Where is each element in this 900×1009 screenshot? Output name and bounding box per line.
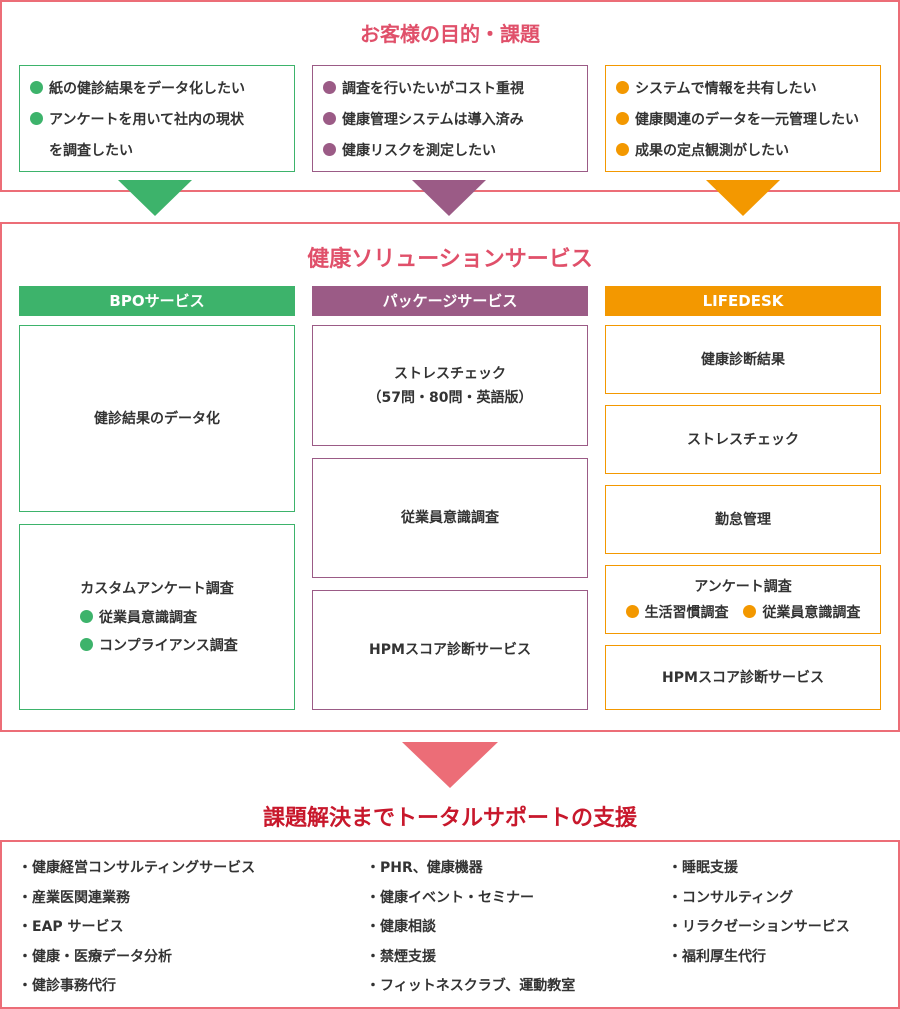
green-bullet-icon: [80, 610, 93, 623]
goal-item: アンケートを用いて社内の現状: [30, 105, 294, 136]
goal-item: 健康関連のデータを一元管理したい: [616, 105, 880, 136]
support-item: ・EAP サービス: [18, 919, 124, 936]
goal-item: 健康リスクを測定したい: [323, 136, 587, 167]
lifedesk-hpm-box: HPMスコア診断サービス: [605, 645, 881, 710]
goal-box-green: 紙の健診結果をデータ化したい アンケートを用いて社内の現状 を調査したい: [19, 65, 295, 172]
lifedesk-survey-box: アンケート調査 生活習慣調査 従業員意識調査: [605, 565, 881, 634]
purple-bullet-icon: [323, 81, 336, 94]
support-item: ・健康相談: [366, 919, 436, 936]
orange-bullet-icon: [616, 112, 629, 125]
support-title: 課題解決までトータルサポートの支援: [262, 806, 637, 831]
goal-item: 成果の定点観測がしたい: [616, 136, 880, 167]
support-item: ・健康イベント・セミナー: [366, 889, 534, 906]
orange-bullet-icon: [743, 604, 757, 618]
orange-bullet-icon: [616, 81, 629, 94]
support-item: ・健診事務代行: [18, 978, 116, 995]
goals-frame: [0, 0, 900, 192]
goal-box-purple: 調査を行いたいがコスト重視 健康管理システムは導入済み 健康リスクを測定したい: [312, 65, 588, 172]
orange-bullet-icon: [616, 143, 629, 156]
package-employee-survey-box: 従業員意識調査: [312, 458, 588, 578]
support-item: ・リラクゼーションサービス: [668, 919, 850, 936]
purple-down-arrow-icon: [412, 180, 486, 216]
support-item: ・健康経営コンサルティングサービス: [18, 860, 256, 876]
goal-item: 健康管理システムは導入済み: [323, 105, 587, 136]
green-bullet-icon: [30, 81, 43, 94]
purple-bullet-icon: [323, 143, 336, 156]
support-column-1: ・健康経営コンサルティングサービス ・産業医関連業務 ・EAP サービス ・健康…: [18, 854, 255, 1002]
bpo-custom-survey-box: カスタムアンケート調査 従業員意識調査 コンプライアンス調査: [19, 524, 295, 710]
support-column-3: ・睡眠支援 ・コンサルティング ・リラクゼーションサービス ・福利厚生代行: [668, 854, 850, 972]
support-item: ・フィットネスクラブ、運動教室: [366, 978, 576, 995]
lifedesk-checkup-box: 健康診断結果: [605, 325, 881, 394]
support-item: ・福利厚生代行: [668, 948, 766, 965]
lifedesk-header: LIFEDESK: [605, 286, 881, 316]
bpo-data-conversion-box: 健診結果のデータ化: [19, 325, 295, 512]
orange-down-arrow-icon: [706, 180, 780, 216]
goal-item: 紙の健診結果をデータ化したい: [30, 74, 294, 105]
goal-item-continuation: を調査したい: [49, 143, 133, 159]
solutions-title: 健康ソリューションサービス: [307, 247, 593, 272]
green-down-arrow-icon: [118, 180, 192, 216]
support-column-2: ・PHR、健康機器 ・健康イベント・セミナー ・健康相談 ・禁煙支援 ・フィット…: [366, 854, 575, 1002]
package-stress-check-box: ストレスチェック （57問・80問・英語版）: [312, 325, 588, 446]
custom-survey-title: カスタムアンケート調査: [80, 581, 234, 597]
green-bullet-icon: [80, 638, 93, 651]
orange-bullet-icon: [625, 604, 639, 618]
support-item: ・PHR、健康機器: [366, 860, 483, 876]
goal-box-orange: システムで情報を共有したい 健康関連のデータを一元管理したい 成果の定点観測がし…: [605, 65, 881, 172]
support-item: ・禁煙支援: [366, 948, 436, 965]
bpo-header: BPOサービス: [19, 286, 295, 316]
package-header: パッケージサービス: [312, 286, 588, 316]
goals-title: お客様の目的・課題: [360, 22, 540, 46]
lifedesk-survey-items: 生活習慣調査 従業員意識調査: [625, 600, 860, 626]
large-down-arrow-icon: [402, 742, 498, 788]
purple-bullet-icon: [323, 112, 336, 125]
support-frame: [0, 840, 900, 1009]
support-item: ・コンサルティング: [668, 889, 794, 906]
green-bullet-icon: [30, 112, 43, 125]
support-item: ・健康・医療データ分析: [18, 948, 172, 965]
goal-item: 調査を行いたいがコスト重視: [323, 74, 587, 105]
support-item: ・睡眠支援: [668, 860, 738, 876]
lifedesk-stress-box: ストレスチェック: [605, 405, 881, 474]
lifedesk-attendance-box: 勤怠管理: [605, 485, 881, 554]
goal-item: システムで情報を共有したい: [616, 74, 880, 105]
custom-survey-item: 従業員意識調査: [52, 604, 262, 632]
custom-survey-item: コンプライアンス調査: [52, 632, 262, 660]
package-hpm-box: HPMスコア診断サービス: [312, 590, 588, 710]
support-item: ・産業医関連業務: [18, 889, 130, 906]
